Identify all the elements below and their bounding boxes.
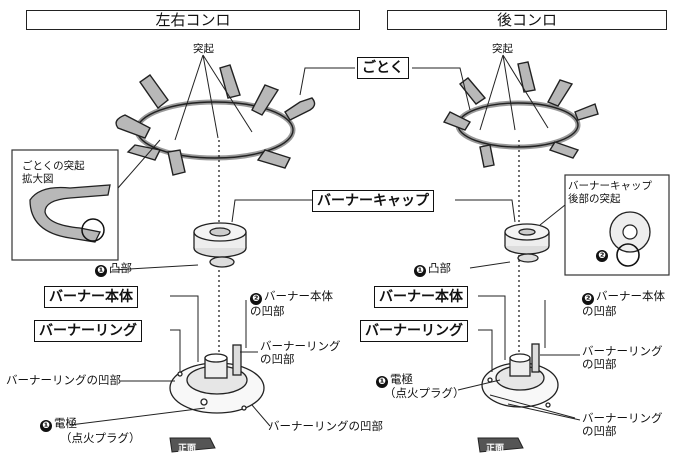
header-left-right-stove: 左右コンロ (26, 10, 360, 30)
burner-cap-label: バーナーキャップ (312, 190, 434, 212)
right-ignition-plug-label: （点火プラグ） (384, 386, 465, 400)
right-protrusion-label: 突起 (492, 43, 513, 55)
left-ring-concave-inline-label: バーナーリングの凹部 (6, 373, 121, 387)
gotoku-detail-label: ごとくの突起 拡大図 (22, 160, 85, 185)
left-burner-base-illustration (169, 344, 265, 414)
right-electrode-text: 電極 (390, 372, 413, 386)
cap-back-protrusion-label: バーナーキャップ 後部の突起 (568, 180, 652, 205)
left-ring-concave-bottom-label: バーナーリングの凹部 (268, 419, 383, 433)
marker-two: ❷ (250, 293, 262, 305)
gotoku-label: ごとく (357, 57, 409, 79)
header-back-stove: 後コンロ (387, 10, 667, 30)
marker-two: ❷ (582, 293, 594, 305)
right-burner-body-label: バーナー本体 (374, 286, 468, 308)
right-convex-text: 凸部 (428, 261, 451, 275)
right-burner-cap-illustration (504, 223, 550, 263)
left-ignition-plug-label: （点火プラグ） (60, 431, 141, 445)
right-body-concave-text: バーナー本体 の凹部 (582, 289, 665, 318)
marker-one: ❶ (40, 420, 52, 432)
left-burner-ring-label: バーナーリング (34, 320, 142, 342)
marker-one: ❶ (95, 265, 107, 277)
left-gotoku-illustration (115, 54, 316, 176)
right-burner-ring-label: バーナーリング (360, 320, 468, 342)
right-front-label: 正面 (486, 444, 505, 454)
marker-one: ❶ (414, 265, 426, 277)
left-convex-text: 凸部 (109, 261, 132, 275)
right-front-arrow (477, 437, 524, 453)
right-ring-concave-label: バーナーリング の凹部 (582, 344, 663, 371)
right-gotoku-illustration (442, 54, 599, 168)
left-front-label: 正面 (178, 444, 197, 454)
marker-one: ❶ (376, 376, 388, 388)
right-burner-base-illustration (481, 343, 559, 408)
left-ring-concave-label: バーナーリング の凹部 (260, 339, 341, 366)
left-front-arrow (169, 437, 216, 453)
right-ring-concave-bottom-label: バーナーリング の凹部 (582, 411, 663, 438)
left-burner-cap-illustration (193, 222, 247, 268)
left-burner-body-label: バーナー本体 (44, 286, 138, 308)
left-electrode-text: 電極 (54, 416, 77, 430)
marker-two-detail: ❷ (596, 250, 608, 262)
left-body-concave-text: バーナー本体 の凹部 (250, 289, 333, 318)
left-protrusion-label: 突起 (193, 43, 214, 55)
